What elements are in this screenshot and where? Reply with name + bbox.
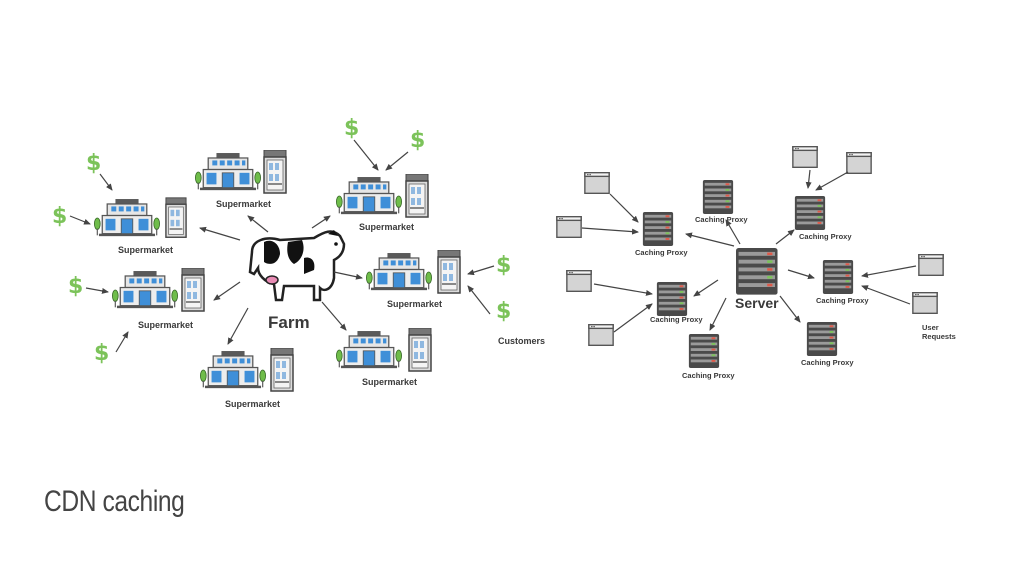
dollar-icon: $ xyxy=(86,151,101,176)
caching-proxy-label: Caching Proxy xyxy=(816,296,869,305)
request-arrows xyxy=(581,169,917,333)
caching-proxy-icon xyxy=(794,196,826,230)
supermarket-left: Supermarket xyxy=(112,268,205,330)
dollar-icon: $ xyxy=(496,253,511,278)
supermarket-label: Supermarket xyxy=(216,199,271,209)
supermarket-label: Supermarket xyxy=(225,399,280,409)
server-icon xyxy=(736,248,778,295)
supermarket-bottom-right: Supermarket xyxy=(336,328,432,387)
caching-proxy-label: Caching Proxy xyxy=(801,358,854,367)
fridge-icon xyxy=(270,348,294,392)
slide-title: CDN caching xyxy=(44,485,185,518)
caching-proxy-label: Caching Proxy xyxy=(799,232,852,241)
fridge-icon xyxy=(165,197,187,238)
supermarket-icon xyxy=(200,350,266,389)
dollar-icon: $ xyxy=(496,299,511,324)
browser-window-icon xyxy=(792,146,818,168)
dollar-icon: $ xyxy=(52,204,67,229)
fridge-icon xyxy=(437,250,461,294)
supermarket-icon xyxy=(94,198,160,237)
caching-proxy-3: Caching Proxy xyxy=(794,196,852,241)
supermarket-icon xyxy=(336,330,402,369)
user-requests-line: User xyxy=(922,323,939,332)
caching-proxy-icon xyxy=(806,322,838,356)
supermarket-label: Supermarket xyxy=(138,320,193,330)
supermarket-icon xyxy=(195,152,261,191)
supermarket-label: Supermarket xyxy=(387,299,442,309)
server-label: Server xyxy=(735,295,779,311)
caching-proxy-label: Caching Proxy xyxy=(650,315,703,324)
browser-window-icon xyxy=(588,324,614,346)
farm-diagram: Farm Supermarket Supermarket Supermarket… xyxy=(52,116,545,409)
caching-proxy-icon xyxy=(822,260,854,294)
browser-window-icon xyxy=(566,270,592,292)
caching-proxy-icon xyxy=(688,334,720,368)
caching-proxy-icon xyxy=(642,212,674,246)
dollar-icon: $ xyxy=(344,116,359,141)
caching-proxy-icon xyxy=(702,180,734,214)
cdn-network: Server Caching Proxy Caching Proxy Cachi… xyxy=(556,146,956,380)
fridge-icon xyxy=(181,268,205,312)
user-requests-label: User Requests xyxy=(922,323,956,341)
supermarket-icon xyxy=(336,176,402,215)
supermarket-top-left: Supermarket xyxy=(94,197,187,255)
fridge-icon xyxy=(263,150,287,194)
supermarket-icon xyxy=(112,270,178,309)
customer-arrows xyxy=(69,139,495,353)
customers-label: Customers xyxy=(498,336,545,346)
user-windows xyxy=(556,146,944,346)
user-requests-line: Requests xyxy=(922,332,956,341)
supermarket-label: Supermarket xyxy=(359,222,414,232)
browser-window-icon xyxy=(918,254,944,276)
caching-proxy-7: Caching Proxy xyxy=(801,322,854,367)
supermarket-icon xyxy=(366,252,432,291)
supermarket-label: Supermarket xyxy=(362,377,417,387)
caching-proxy-2: Caching Proxy xyxy=(695,180,748,224)
browser-window-icon xyxy=(912,292,938,314)
supermarket-bottom: Supermarket xyxy=(200,348,294,409)
farm-arrows xyxy=(199,215,363,345)
fridge-icon xyxy=(408,328,432,372)
farm-label: Farm xyxy=(268,313,310,332)
server-arrows xyxy=(685,219,815,331)
browser-window-icon xyxy=(846,152,872,174)
cow-icon xyxy=(248,230,346,302)
caching-proxy-1: Caching Proxy xyxy=(635,212,688,257)
browser-window-icon xyxy=(584,172,610,194)
caching-proxy-4: Caching Proxy xyxy=(816,260,869,305)
dollar-icon: $ xyxy=(94,341,109,366)
dollar-icon: $ xyxy=(410,128,425,153)
fridge-icon xyxy=(405,174,429,218)
supermarket-label: Supermarket xyxy=(118,245,173,255)
caching-proxy-5: Caching Proxy xyxy=(650,282,703,324)
supermarket-top-right: Supermarket xyxy=(336,174,429,232)
supermarket-right: Supermarket xyxy=(366,250,461,309)
caching-proxy-6: Caching Proxy xyxy=(682,334,735,380)
browser-window-icon xyxy=(556,216,582,238)
supermarket-top: Supermarket xyxy=(195,150,287,209)
caching-proxy-icon xyxy=(656,282,688,316)
caching-proxy-label: Caching Proxy xyxy=(682,371,735,380)
dollar-icon: $ xyxy=(68,274,83,299)
customer-payments: $ $ $ $ $ $ $ $ xyxy=(52,116,511,366)
caching-proxy-label: Caching Proxy xyxy=(635,248,688,257)
caching-proxy-label: Caching Proxy xyxy=(695,215,748,224)
